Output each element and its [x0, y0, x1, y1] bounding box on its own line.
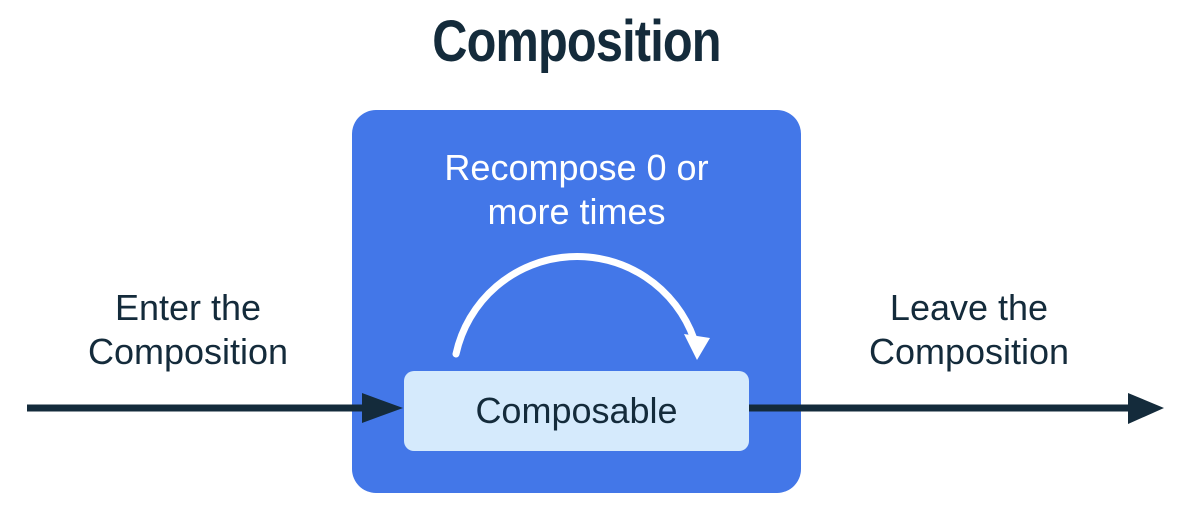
leave-composition-label: Leave the Composition	[868, 287, 1070, 372]
recompose-arc-arrow-icon	[452, 253, 710, 360]
composable-label: Composable	[475, 390, 678, 431]
composable-node: Composable	[404, 371, 749, 451]
enter-composition-label: Enter the Composition	[87, 287, 289, 372]
enter-arrow-icon	[27, 393, 403, 423]
leave-arrow-icon	[749, 393, 1164, 424]
recompose-label: Recompose 0 or more times	[444, 147, 709, 232]
diagram-title: Composition	[432, 9, 721, 74]
